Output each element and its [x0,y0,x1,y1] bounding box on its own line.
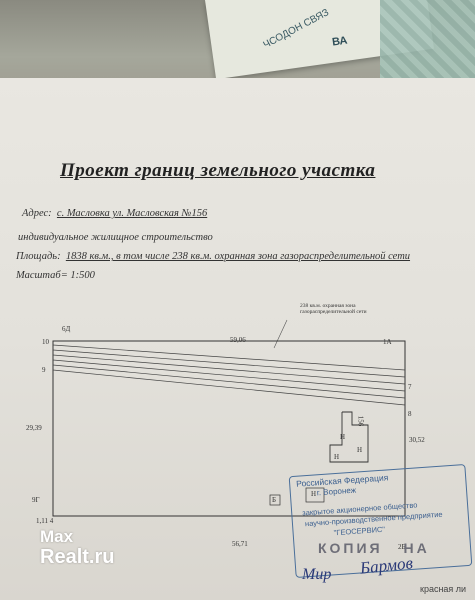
house-n2-label: Н [357,446,363,454]
point-8-label: 8 [408,410,412,418]
point-2b-label: 2Б [398,543,406,551]
copy-stamp: КОПИЯ НА [318,540,430,556]
house-number-label: 156 [356,415,365,427]
zone-note-label: 238 кв.м. охранная зона газораспределите… [300,303,367,315]
document-title: Проект границ земельного участка [60,160,376,181]
scale-value: 1:500 [70,270,95,281]
area-value: 1838 кв.м., в том числе 238 кв.м. охранн… [65,251,411,262]
green-document [380,0,475,90]
area-line: Площадь: 1838 кв.м., в том числе 238 кв.… [16,251,411,262]
house-n1-label: Н [340,433,346,441]
underlying-doc-text: ЧСОДОН СВЯЗ [261,7,331,51]
point-7-label: 7 [408,383,412,391]
address-label: Адрес [22,208,49,219]
zone-leader-line [273,319,288,349]
length-bottom-label: 56,71 [232,540,248,548]
length-top-label: 59,06 [230,336,246,344]
watermark-line-2: Realt.ru [40,546,115,568]
copy-stamp-word: КОПИЯ [318,540,383,556]
gas-zone-hatching [52,344,406,406]
signature-1: Мир [302,566,332,583]
scale-line: Масштаб= 1:500 [16,270,95,281]
length-left-label: 29,39 [26,424,42,432]
small-building-b [269,494,281,506]
house-outline [329,411,369,463]
stamp-line-5: "ГЕОСЕРВИС" [333,524,386,538]
red-line-label: красная ли [420,584,467,594]
underlying-doc-text-2: ВА [331,34,349,49]
point-1a-label: 1А [383,338,392,346]
document-sheet [0,78,475,600]
point-10-label: 10 [42,338,49,346]
purpose-line: индивидуальное жилищное строительство [18,232,213,243]
plot-boundary [52,340,406,517]
point-9-label: 9 [42,366,46,374]
small-building-n-label: Н [311,490,317,498]
point-9g-label: 9Г [32,496,40,504]
address-line: Адрес: с. Масловка ул. Масловская №156 [22,208,208,219]
small-building-b-label: Б [272,496,277,504]
site-watermark: Max Realt.ru [40,527,115,569]
length-right-label: 30,52 [409,436,425,444]
house-n3-label: Н [334,453,340,461]
point-1114-label: 1,11 4 [36,517,54,525]
stamp-line-2: г. Воронеж [316,485,357,498]
scale-label: Масштаб [16,270,61,281]
area-label: Площадь [16,251,58,262]
land-plot-plan [52,319,406,517]
small-building-n [305,487,325,503]
address-value: с. Масловка ул. Масловская №156 [56,208,208,219]
watermark-line-1: Max [40,527,74,546]
point-6d-label: 6Д [62,325,71,333]
copy-stamp-word-2: НА [403,540,430,556]
